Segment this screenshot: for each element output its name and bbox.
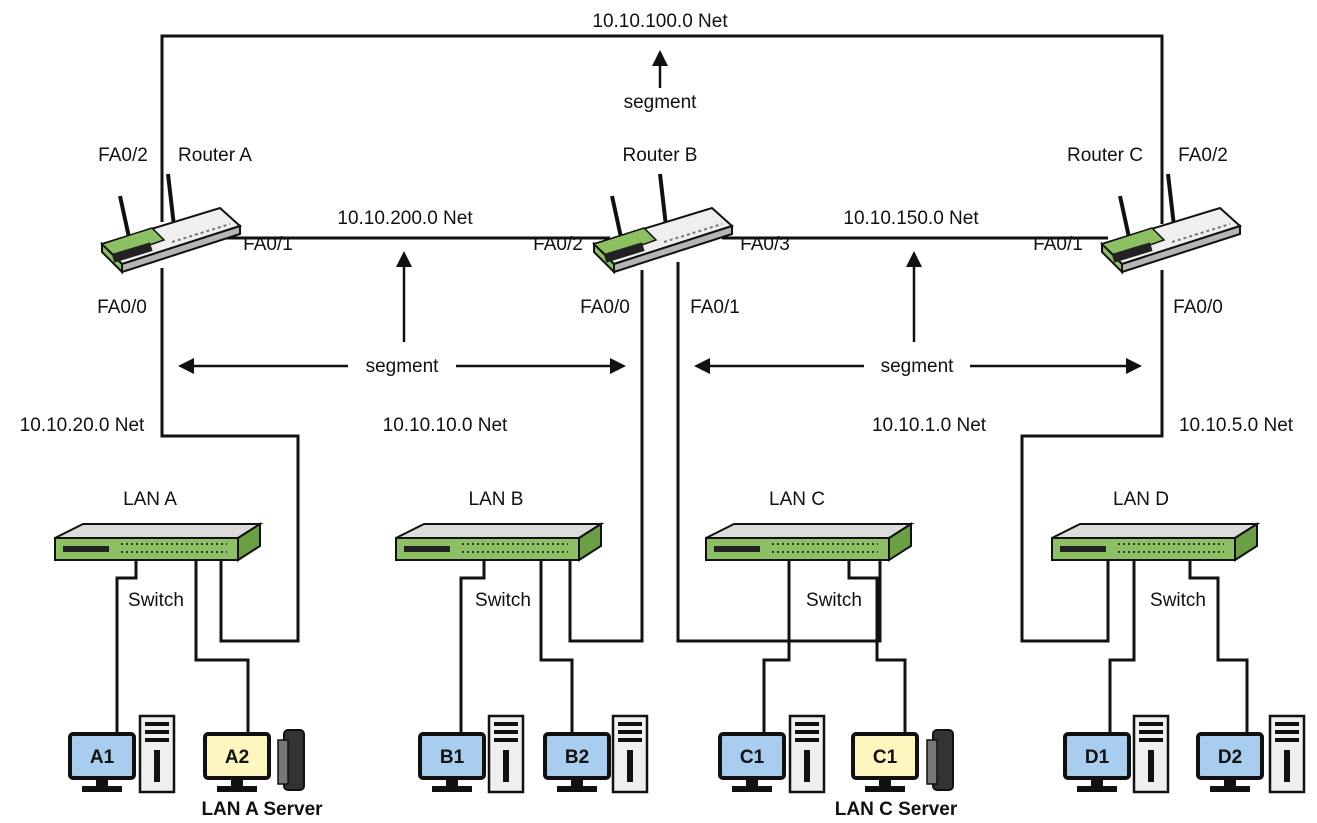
host-b1-tower-icon <box>487 714 525 794</box>
router-c-icon <box>1100 172 1242 274</box>
server-c-tower-icon <box>926 729 954 791</box>
lan-a-server-label: LAN A Server <box>201 799 323 820</box>
router-b-fa03-label: FA0/3 <box>740 234 790 255</box>
lan-c-server-label: LAN C Server <box>835 799 958 820</box>
lan-d-name: LAN D <box>1113 489 1169 510</box>
router-a-icon <box>100 172 242 274</box>
segment-left-label: segment <box>366 356 440 377</box>
router-c-fa01-label: FA0/1 <box>1033 234 1083 255</box>
router-b-fa01-label: FA0/1 <box>690 297 740 318</box>
link-lan-a-a1 <box>115 551 138 734</box>
net-top-label: 10.10.100.0 Net <box>592 11 728 32</box>
segment-labels: segment segment segment <box>366 92 955 377</box>
segment-arrows <box>178 50 1142 374</box>
link-lan-b-b1 <box>459 551 486 734</box>
host-a1-label: A1 <box>90 747 115 768</box>
host-d1-label: D1 <box>1085 747 1110 768</box>
host-b1-label: B1 <box>440 747 465 768</box>
net-lan-b-label: 10.10.10.0 Net <box>383 415 508 436</box>
router-b-icon <box>592 172 734 274</box>
net-lan-d-label: 10.10.5.0 Net <box>1179 415 1294 436</box>
host-c1-tower-icon <box>788 714 826 794</box>
link-b-lan-b <box>568 270 644 643</box>
wiring <box>115 34 1249 734</box>
router-b-fa02-label: FA0/2 <box>533 234 583 255</box>
net-bc-label: 10.10.150.0 Net <box>843 208 979 229</box>
lan-a-switch-label: Switch <box>128 590 184 611</box>
lan-b-switch-label: Switch <box>475 590 531 611</box>
router-a-fa02-label: FA0/2 <box>98 145 148 166</box>
link-lan-d-d2 <box>1188 551 1249 734</box>
host-d2-label: D2 <box>1218 747 1242 768</box>
link-top-net <box>160 34 1164 224</box>
host-c1-label: C1 <box>740 747 765 768</box>
link-lan-c-c1-server <box>847 551 907 734</box>
segment-top-label: segment <box>624 92 698 113</box>
lan-d-switch-icon <box>1051 523 1258 561</box>
host-d2-tower-icon <box>1268 714 1306 794</box>
router-a-fa01-label: FA0/1 <box>243 234 293 255</box>
server-labels: LAN A Server LAN C Server <box>201 799 957 820</box>
router-a-fa00-label: FA0/0 <box>97 297 147 318</box>
link-lan-a-a2 <box>194 551 250 734</box>
link-b-lan-c <box>676 262 882 643</box>
lan-d-switch-label: Switch <box>1150 590 1206 611</box>
link-lan-b-b2 <box>539 551 574 734</box>
host-b2-label: B2 <box>565 747 589 768</box>
router-b-fa00-label: FA0/0 <box>580 297 630 318</box>
router-b-name: Router B <box>623 145 698 166</box>
link-lan-c-c1 <box>762 551 791 734</box>
lan-labels: LAN A LAN B LAN C LAN D Switch Switch Sw… <box>123 489 1206 611</box>
lan-a-switch-icon <box>54 523 261 561</box>
lan-a-name: LAN A <box>123 489 177 510</box>
host-a1-tower-icon <box>138 714 176 794</box>
lan-c-switch-icon <box>705 523 912 561</box>
router-c-fa02-label: FA0/2 <box>1178 145 1228 166</box>
lan-b-switch-icon <box>395 523 602 561</box>
net-ab-label: 10.10.200.0 Net <box>337 208 473 229</box>
link-c-lan-d <box>1020 270 1164 643</box>
router-c-fa00-label: FA0/0 <box>1173 297 1223 318</box>
segment-right-label: segment <box>881 356 955 377</box>
link-lan-d-d1 <box>1108 551 1136 734</box>
net-lan-a-label: 10.10.20.0 Net <box>20 415 145 436</box>
net-lan-c-label: 10.10.1.0 Net <box>872 415 987 436</box>
host-c1-server-label: C1 <box>873 747 898 768</box>
lan-b-name: LAN B <box>469 489 524 510</box>
lan-c-name: LAN C <box>769 489 825 510</box>
router-c-name: Router C <box>1067 145 1143 166</box>
network-labels: 10.10.100.0 Net 10.10.200.0 Net 10.10.15… <box>20 11 1294 436</box>
host-b2-tower-icon <box>611 714 649 794</box>
lan-c-switch-label: Switch <box>806 590 862 611</box>
host-d1-tower-icon <box>1132 714 1170 794</box>
server-a-tower-icon <box>277 729 305 791</box>
router-labels: Router A Router B Router C FA0/2 FA0/1 F… <box>97 145 1228 318</box>
host-a2-label: A2 <box>225 747 249 768</box>
router-a-name: Router A <box>178 145 252 166</box>
link-a-lan-a <box>160 268 300 643</box>
